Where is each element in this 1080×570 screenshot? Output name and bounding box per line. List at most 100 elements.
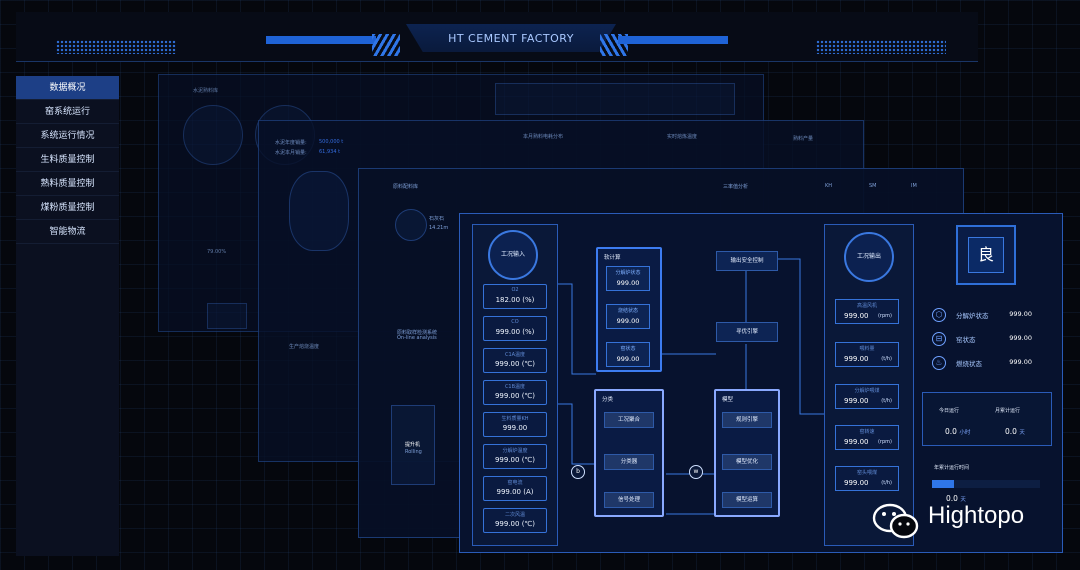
input-raw-kh: 生料质量KH 999.00 [483, 412, 547, 437]
node-value: 999.00 [616, 279, 640, 287]
sidebar-item-overview[interactable]: 数据概况 [16, 76, 119, 100]
header-stripes-left [372, 34, 400, 56]
input-o2: O2 182.00 (%) [483, 284, 547, 309]
node-signal-processing[interactable]: 信号处理 [604, 492, 654, 508]
legend-kh: KH [825, 183, 833, 189]
node-label: 烧结状态 [617, 308, 638, 314]
sidebar-item-clinker-quality[interactable]: 熟料质量控制 [16, 172, 119, 196]
output-value: 999.00 [844, 397, 869, 405]
lift-label: 提升机 [405, 442, 421, 448]
input-title: 工况输入 [488, 230, 538, 280]
status-kiln: ⊟ 窑状态 999.00 [930, 332, 1040, 348]
month-run-value: 0.0 天 [1005, 427, 1025, 436]
label-b: b [571, 465, 585, 479]
status-label: 燃烧状态 [956, 360, 982, 368]
input-label: C1B温度 [504, 384, 526, 390]
lift-label-en: Rolling [405, 449, 422, 455]
annual-sales-value: 500,000 t [319, 139, 344, 145]
output-title: 工况输出 [844, 232, 894, 282]
status-label: 分解炉状态 [956, 312, 989, 320]
panel-title: 水泥熟料库 [193, 88, 219, 94]
grade-badge: 良 [956, 225, 1016, 285]
silo-icon [395, 209, 427, 241]
ratio-analysis-title: 三率值分析 [723, 184, 749, 190]
status-label: 窑状态 [956, 336, 976, 344]
sidebar-item-coal-quality[interactable]: 煤粉质量控制 [16, 196, 119, 220]
status-value: 999.00 [1009, 334, 1032, 342]
kiln-icon: ⊟ [932, 332, 946, 346]
today-run-label: 今日运行 [939, 408, 960, 414]
output-label: 分解炉喂煤 [854, 388, 880, 394]
status-calciner: ⬡ 分解炉状态 999.00 [930, 308, 1040, 324]
node-optimize-engine[interactable]: 寻优引擎 [716, 322, 778, 342]
grade-value: 良 [968, 237, 1004, 273]
page-title: HT CEMENT FACTORY [406, 24, 616, 52]
node-output-safety-control[interactable]: 输出安全控制 [716, 251, 778, 271]
watermark: Hightopo [870, 498, 1070, 542]
status-value: 999.00 [1009, 358, 1032, 366]
run-time-card: 今日运行 月累计运行 0.0 小时 0.0 天 [922, 392, 1052, 446]
input-value: 999.00 (℃) [494, 456, 536, 464]
output-value: 999.00 [844, 438, 869, 446]
output-label: 喂料量 [859, 346, 875, 352]
output-fan: 高温风机 999.00 (rpm) [835, 299, 899, 324]
year-run-progress [932, 480, 1040, 488]
output-unit: (t/h) [881, 398, 892, 404]
node-classifier[interactable]: 分类器 [604, 454, 654, 470]
node-model-optimize[interactable]: 模型优化 [722, 454, 772, 470]
year-run-value: 0.0 天 [946, 494, 966, 503]
legend-im: IM [911, 183, 917, 189]
annual-sales-label: 水泥年度销量: [275, 140, 307, 146]
node-label: 分解炉状态 [615, 270, 641, 276]
realtime-temp-title: 实时熔炼温度 [667, 134, 698, 140]
input-value: 999.00 [502, 424, 528, 432]
label-w: w [689, 465, 703, 479]
analysis-tag-en: On-line analysis [397, 335, 437, 341]
silo-machine [207, 303, 247, 329]
input-value: 182.00 (%) [495, 296, 535, 304]
input-kiln-current: 窑电流 999.00 (A) [483, 476, 547, 501]
soft-calc-sinter: 烧结状态 999.00 [606, 304, 650, 329]
limestone-label: 石灰石 [429, 216, 445, 222]
input-c1a-temp: C1A温度 999.00 (℃) [483, 348, 547, 373]
header-bar-left [266, 36, 376, 44]
silo-gauge [183, 105, 243, 165]
input-label: 生料质量KH [501, 416, 529, 422]
soft-calc-title: 软计算 [604, 255, 621, 261]
node-rule-engine[interactable]: 规则引擎 [722, 412, 772, 428]
year-run-label: 年累计运行时间 [934, 465, 970, 471]
sidebar-item-logistics[interactable]: 智能物流 [16, 220, 119, 244]
status-combustion: ♨ 燃烧状态 999.00 [930, 356, 1040, 372]
input-secondary-air-temp: 二次风温 999.00 (℃) [483, 508, 547, 533]
sidebar-item-system-status[interactable]: 系统运行情况 [16, 124, 119, 148]
input-label: O2 [511, 287, 519, 293]
header-bar-right [618, 36, 728, 44]
node-model-compute[interactable]: 模型运算 [722, 492, 772, 508]
input-value: 999.00 (℃) [494, 360, 536, 368]
output-value: 999.00 [844, 479, 869, 487]
sidebar-item-kiln-system[interactable]: 窑系统运行 [16, 100, 119, 124]
app-header: HT CEMENT FACTORY [16, 12, 978, 62]
output-unit: (rpm) [877, 313, 892, 319]
region-map [289, 171, 349, 251]
month-sales-value: 61,934 t [319, 149, 341, 155]
output-feed: 喂料量 999.00 (t/h) [835, 342, 899, 367]
status-value: 999.00 [1009, 310, 1032, 318]
sidebar-item-raw-quality[interactable]: 生料质量控制 [16, 148, 119, 172]
model-title: 模型 [722, 397, 734, 403]
node-condition-aggregate[interactable]: 工况聚合 [604, 412, 654, 428]
output-label: 窑头喂煤 [856, 470, 877, 476]
lift-machine [391, 405, 435, 485]
flame-icon: ♨ [932, 356, 946, 370]
input-value: 999.00 (℃) [494, 392, 536, 400]
soft-calc-kiln: 窑状态 999.00 [606, 342, 650, 367]
output-kiln-speed: 窑转速 999.00 (rpm) [835, 425, 899, 450]
distribution-title: 本月熟料电耗分布 [523, 134, 564, 140]
input-value: 999.00 (A) [496, 488, 534, 496]
node-value: 999.00 [616, 355, 640, 363]
panel-title: 原料配料库 [393, 184, 419, 190]
year-run-progress-fill [932, 480, 954, 488]
node-value: 999.00 [616, 317, 640, 325]
watermark-text: Hightopo [928, 502, 1025, 529]
input-calciner-temp: 分解炉温度 999.00 (℃) [483, 444, 547, 469]
